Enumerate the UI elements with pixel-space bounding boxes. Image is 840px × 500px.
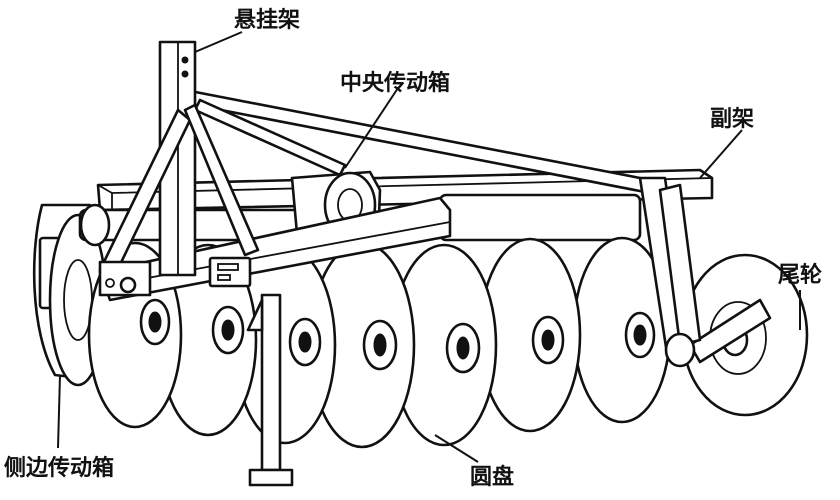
label-discs: 圆盘 [470, 464, 514, 490]
disc-6 [478, 237, 582, 433]
label-tail-wheel: 尾轮 [778, 262, 822, 288]
disc-3 [233, 245, 337, 445]
disc-4 [308, 241, 416, 449]
leader-discs [434, 434, 479, 463]
disc-5 [390, 243, 498, 447]
disc-7 [572, 236, 672, 424]
shaft-housing [78, 183, 642, 247]
leader-lines [57, 31, 801, 463]
disc-row [87, 236, 672, 449]
hitch-frame [98, 40, 260, 297]
leader-side-gearbox [57, 374, 61, 449]
leader-hitch-frame [194, 31, 243, 53]
labels: 悬挂架 中央传动箱 副架 尾轮 侧边传动箱 圆盘 [4, 7, 822, 490]
rear-post [638, 176, 702, 368]
label-central-gearbox: 中央传动箱 [340, 70, 450, 96]
label-hitch-frame: 悬挂架 [234, 7, 300, 33]
leader-central-gearbox [344, 87, 399, 169]
leader-sub-frame [699, 129, 743, 179]
label-sub-frame: 副架 [710, 106, 754, 132]
label-side-gearbox: 侧边传动箱 [4, 455, 114, 481]
tail-wheel [681, 253, 809, 417]
support-stand [246, 293, 294, 487]
